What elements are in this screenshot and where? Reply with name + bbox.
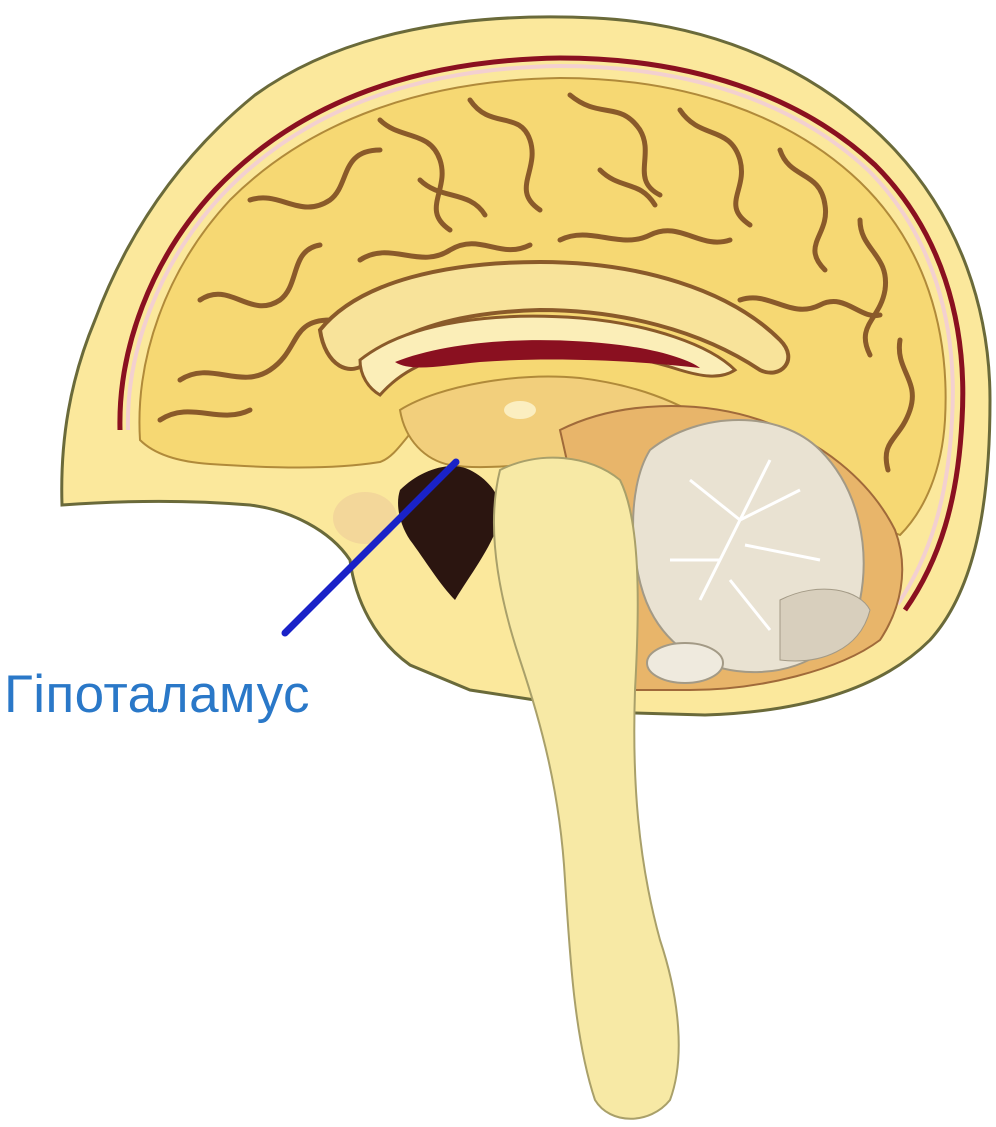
- cerebellum-tonsil: [647, 643, 723, 683]
- pituitary-area: [333, 492, 397, 544]
- thalamus-mark: [504, 401, 536, 419]
- hypothalamus-label: Гіпоталамус: [4, 660, 344, 730]
